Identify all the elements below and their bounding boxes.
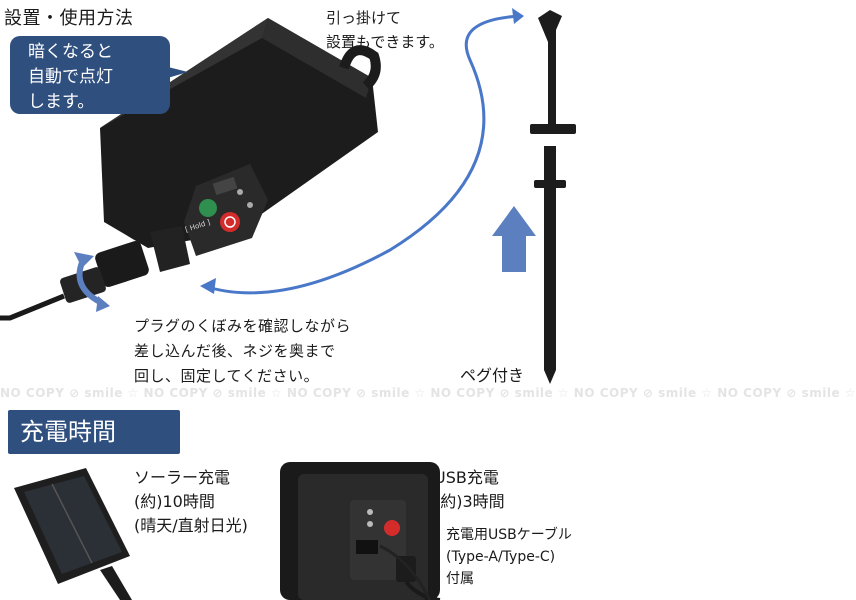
page-title: 設置・使用方法 bbox=[4, 8, 134, 29]
ground-peg bbox=[534, 146, 566, 384]
bubble-line: 暗くなると bbox=[28, 42, 113, 62]
cable-plug bbox=[0, 241, 149, 321]
usb-line: (約)3時間 bbox=[434, 492, 505, 511]
solar-line: ソーラー充電 bbox=[134, 468, 231, 487]
cable-line: 充電用USBケーブル bbox=[446, 527, 572, 543]
guide-curve bbox=[203, 14, 521, 295]
watermark-strip: NO COPY ⊘ smile ☆ NO COPY ⊘ smile ☆ NO C… bbox=[0, 386, 856, 400]
usb-charge-info: USB充電 (約)3時間 bbox=[434, 466, 505, 514]
bubble-line: 自動で点灯 bbox=[28, 67, 113, 87]
mode-button-green bbox=[199, 199, 217, 217]
power-button-red bbox=[220, 212, 240, 232]
solar-charge-info: ソーラー充電 (約)10時間 (晴天/直射日光) bbox=[134, 466, 248, 538]
hang-note-line: 設置もできます。 bbox=[326, 33, 444, 51]
hang-note: 引っ掛けて 設置もできます。 bbox=[326, 6, 444, 54]
peg-label: ペグ付き bbox=[460, 366, 525, 385]
solar-line: (晴天/直射日光) bbox=[134, 516, 248, 535]
solar-line: (約)10時間 bbox=[134, 492, 215, 511]
hook-part bbox=[530, 10, 576, 134]
usb-line: USB充電 bbox=[434, 468, 499, 487]
cable-line: 付属 bbox=[446, 571, 474, 587]
plug-instruction: プラグのくぼみを確認しながら 差し込んだ後、ネジを奥まで 回し、固定してください… bbox=[134, 314, 351, 389]
usb-cable-note: 充電用USBケーブル (Type-A/Type-C) 付属 bbox=[446, 524, 572, 590]
hang-note-line: 引っ掛けて bbox=[326, 9, 402, 27]
charging-time-heading: 充電時間 bbox=[8, 410, 180, 454]
instruction-line: 差し込んだ後、ネジを奥まで bbox=[134, 342, 336, 360]
solar-panel-image bbox=[14, 468, 132, 600]
instruction-line: プラグのくぼみを確認しながら bbox=[134, 317, 352, 335]
cable-line: (Type-A/Type-C) bbox=[446, 549, 556, 565]
usb-charging-image bbox=[280, 462, 441, 600]
auto-light-bubble: 暗くなると 自動で点灯 します。 bbox=[10, 36, 170, 114]
up-arrow-icon bbox=[492, 206, 536, 272]
instruction-line: 回し、固定してください。 bbox=[134, 367, 320, 385]
bubble-line: します。 bbox=[28, 92, 95, 112]
